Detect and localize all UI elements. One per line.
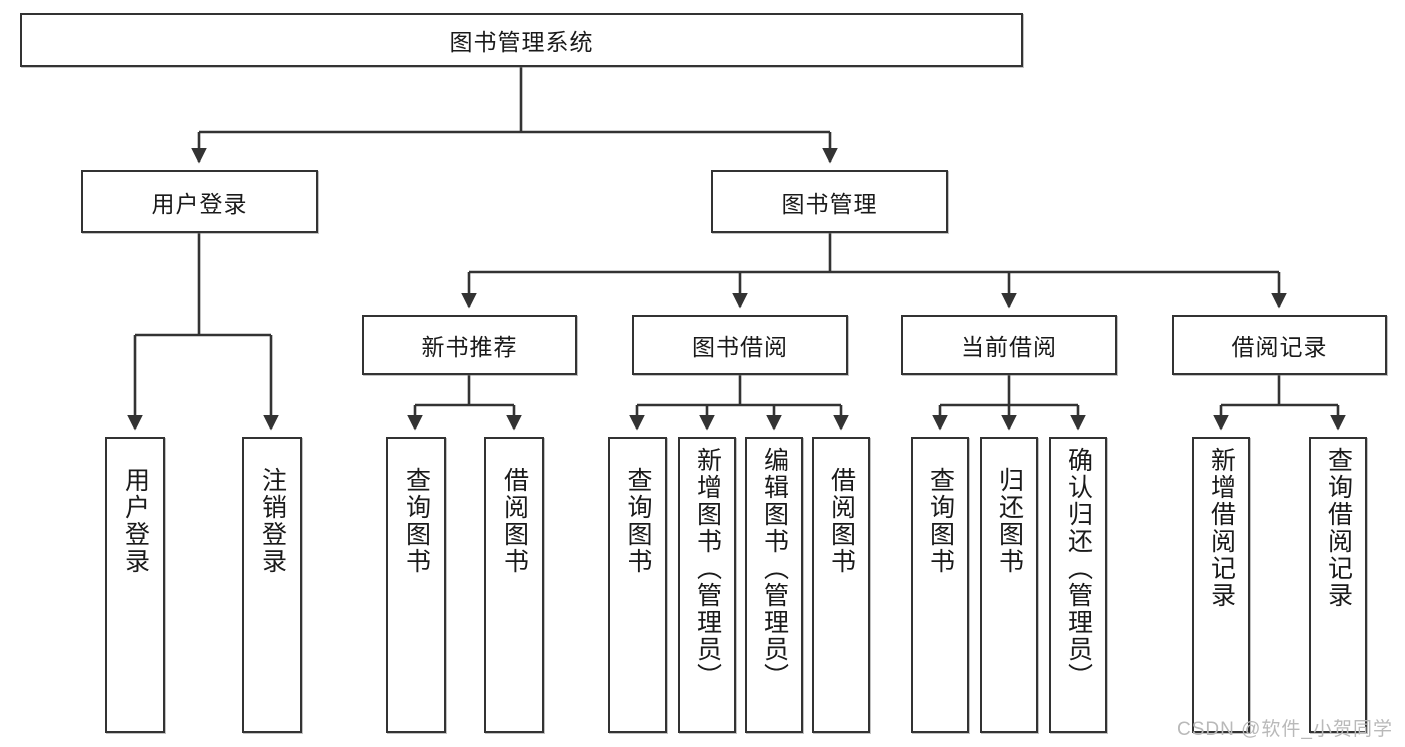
leaf-add-borrow-record-label: 新增借阅记录 — [1207, 447, 1236, 609]
leaf-query-borrow-record-label: 查询借阅记录 — [1324, 447, 1353, 609]
leaf-confirm-return-admin[interactable]: 确认归还（管理员） — [1049, 437, 1107, 733]
leaf-query-book-1[interactable]: 查询图书 — [386, 437, 446, 733]
leaf-query-book-3[interactable]: 查询图书 — [911, 437, 969, 733]
leaf-logout-label: 注销登录 — [258, 467, 287, 575]
watermark: CSDN @软件_小贺同学 — [1177, 719, 1393, 740]
leaf-borrow-book-1[interactable]: 借阅图书 — [484, 437, 544, 733]
leaf-add-borrow-record[interactable]: 新增借阅记录 — [1192, 437, 1250, 733]
leaf-query-book-1-label: 查询图书 — [402, 467, 431, 575]
leaf-user-login[interactable]: 用户登录 — [105, 437, 165, 733]
node-current-borrow[interactable]: 当前借阅 — [901, 315, 1117, 375]
node-new-book-recommend[interactable]: 新书推荐 — [362, 315, 577, 375]
leaf-query-borrow-record[interactable]: 查询借阅记录 — [1309, 437, 1367, 733]
node-book-management[interactable]: 图书管理 — [711, 170, 948, 233]
node-borrow-record-label: 借阅记录 — [1231, 334, 1328, 360]
node-borrow-record[interactable]: 借阅记录 — [1172, 315, 1387, 375]
leaf-logout[interactable]: 注销登录 — [242, 437, 302, 733]
node-user-login[interactable]: 用户登录 — [81, 170, 318, 233]
node-book-borrow[interactable]: 图书借阅 — [632, 315, 848, 375]
node-root-label: 图书管理系统 — [449, 29, 594, 55]
leaf-add-book-admin-label: 新增图书（管理员） — [693, 447, 722, 690]
node-user-login-label: 用户登录 — [151, 190, 248, 217]
leaf-confirm-return-admin-label: 确认归还（管理员） — [1064, 447, 1093, 690]
node-new-book-recommend-label: 新书推荐 — [421, 334, 518, 360]
leaf-borrow-book-1-label: 借阅图书 — [500, 467, 529, 575]
node-current-borrow-label: 当前借阅 — [961, 334, 1057, 360]
node-book-borrow-label: 图书借阅 — [692, 334, 788, 360]
leaf-edit-book-admin-label: 编辑图书（管理员） — [760, 447, 789, 690]
node-root[interactable]: 图书管理系统 — [20, 13, 1023, 67]
leaf-borrow-book-2-label: 借阅图书 — [827, 467, 856, 575]
leaf-query-book-2[interactable]: 查询图书 — [608, 437, 667, 733]
leaf-query-book-2-label: 查询图书 — [624, 467, 652, 575]
leaf-add-book-admin[interactable]: 新增图书（管理员） — [678, 437, 736, 733]
node-book-management-label: 图书管理 — [781, 190, 878, 217]
leaf-user-login-label: 用户登录 — [121, 467, 150, 575]
leaf-return-book-label: 归还图书 — [995, 467, 1024, 575]
leaf-edit-book-admin[interactable]: 编辑图书（管理员） — [745, 437, 803, 733]
leaf-query-book-3-label: 查询图书 — [926, 467, 955, 575]
leaf-borrow-book-2[interactable]: 借阅图书 — [812, 437, 870, 733]
leaf-return-book[interactable]: 归还图书 — [980, 437, 1038, 733]
